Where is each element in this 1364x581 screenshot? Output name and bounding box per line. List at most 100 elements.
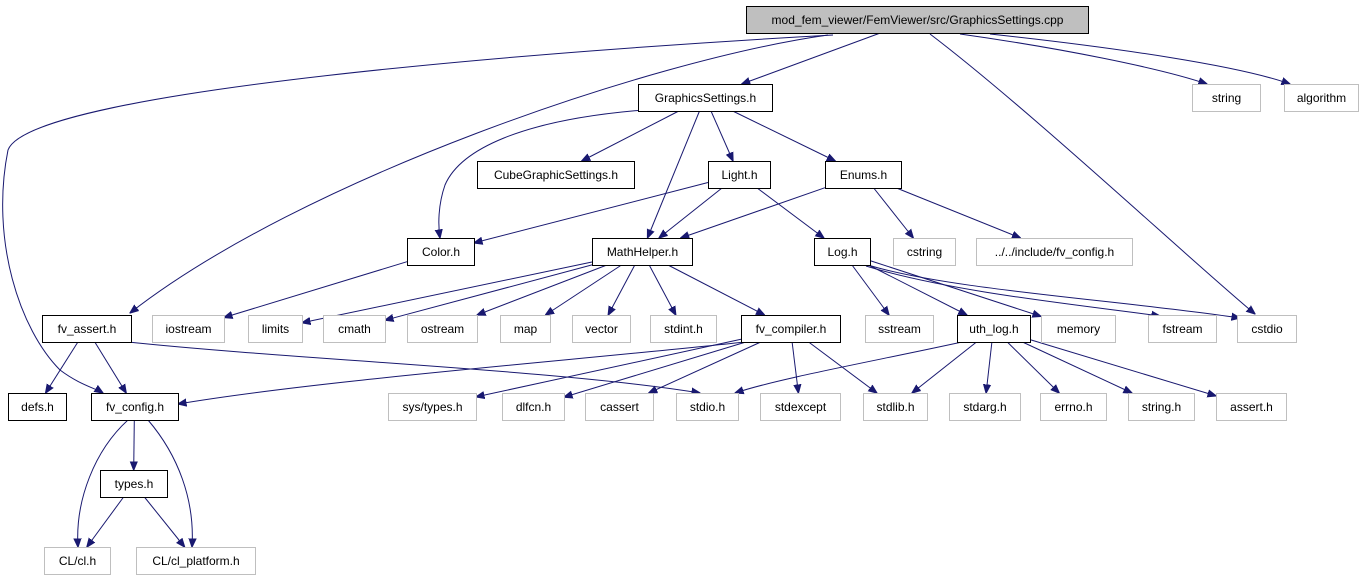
node-label-cubegraphicsettings: CubeGraphicSettings.h: [494, 168, 618, 182]
node-box-algorithm: [1284, 84, 1359, 112]
node-lighth[interactable]: Light.h: [708, 161, 771, 189]
node-label-fvconfig: fv_config.h: [106, 400, 164, 414]
node-box-memory: [1041, 315, 1116, 343]
edge-graphicssettings-to-mathhelper: [648, 110, 700, 238]
edge-mathhelper-to-fvcompiler: [667, 264, 765, 315]
edge-mathhelper-to-map: [546, 264, 622, 315]
node-box-cubegraphicsettings: [477, 161, 635, 189]
node-label-stdexcept: stdexcept: [775, 400, 827, 414]
node-stdlib: stdlib.h: [863, 393, 928, 421]
node-stringh: string.h: [1128, 393, 1195, 421]
node-label-fvconfiginc: ../../include/fv_config.h: [995, 245, 1114, 259]
edge-colorh-to-iostream: [224, 261, 408, 318]
node-box-cstring: [893, 238, 956, 266]
node-label-sstream: sstream: [878, 322, 921, 336]
node-fvconfig[interactable]: fv_config.h: [91, 393, 179, 421]
node-label-stdint: stdint.h: [664, 322, 703, 336]
node-uthlog[interactable]: uth_log.h: [957, 315, 1031, 343]
edge-lighth-to-mathhelper: [659, 187, 723, 238]
node-label-string: string: [1212, 91, 1241, 105]
node-box-fvconfiginc: [976, 238, 1133, 266]
node-box-fvconfig: [91, 393, 179, 421]
node-label-cstring: cstring: [907, 245, 942, 259]
edge-root-to-cstdio: [929, 33, 1255, 314]
node-label-fstream: fstream: [1162, 322, 1202, 336]
edge-logh-to-fstream: [865, 265, 1160, 316]
node-label-enumsh: Enums.h: [840, 168, 887, 182]
node-systypes: sys/types.h: [388, 393, 477, 421]
node-defsh[interactable]: defs.h: [8, 393, 67, 421]
edge-fvcompiler-to-fvconfig: [178, 341, 746, 404]
node-box-stdlib: [863, 393, 928, 421]
node-box-asserth: [1216, 393, 1287, 421]
node-label-cassert: cassert: [600, 400, 639, 414]
edge-mathhelper-to-ostream: [477, 264, 608, 315]
edge-fvconfig-to-clcl: [78, 419, 129, 547]
node-root[interactable]: mod_fem_viewer/FemViewer/src/GraphicsSet…: [746, 6, 1089, 34]
node-fvassert[interactable]: fv_assert.h: [42, 315, 132, 343]
edge-enumsh-to-mathhelper: [681, 187, 826, 238]
edge-enumsh-to-cstring: [873, 187, 914, 238]
edge-mathhelper-to-stdint: [648, 264, 676, 315]
node-label-vector: vector: [585, 322, 618, 336]
node-clcl: CL/cl.h: [44, 547, 111, 575]
edge-root-to-algorithm: [989, 33, 1290, 84]
node-box-fstream: [1148, 315, 1217, 343]
edge-fvcompiler-to-cassert: [649, 341, 762, 393]
node-label-memory: memory: [1057, 322, 1100, 336]
node-stdioh: stdio.h: [676, 393, 739, 421]
edge-logh-to-sstream: [851, 264, 889, 315]
edge-uthlog-to-stdarg: [986, 341, 993, 393]
node-box-map: [500, 315, 551, 343]
node-box-clcl: [44, 547, 111, 575]
node-box-stdioh: [676, 393, 739, 421]
node-string: string: [1192, 84, 1261, 112]
node-label-stdarg: stdarg.h: [963, 400, 1006, 414]
node-fvcompiler[interactable]: fv_compiler.h: [741, 315, 841, 343]
node-label-typesh: types.h: [115, 477, 154, 491]
node-label-stringh: string.h: [1142, 400, 1181, 414]
edges-layer: [2, 32, 1290, 547]
edge-graphicssettings-to-colorh: [439, 109, 645, 238]
edge-fvconfig-to-typesh: [134, 419, 135, 470]
edge-typesh-to-clplatform: [144, 496, 184, 547]
node-box-stringh: [1128, 393, 1195, 421]
node-cubegraphicsettings[interactable]: CubeGraphicSettings.h: [477, 161, 635, 189]
edge-graphicssettings-to-enumsh: [732, 110, 836, 161]
node-box-cstdio: [1237, 315, 1297, 343]
node-cstdio: cstdio: [1237, 315, 1297, 343]
node-label-systypes: sys/types.h: [402, 400, 462, 414]
node-box-stdint: [650, 315, 717, 343]
edge-graphicssettings-to-lighth: [710, 110, 733, 161]
node-colorh[interactable]: Color.h: [407, 238, 475, 266]
node-sstream: sstream: [865, 315, 934, 343]
edge-fvcompiler-to-stdlib: [808, 341, 877, 393]
node-label-uthlog: uth_log.h: [969, 322, 1018, 336]
node-box-ostream: [407, 315, 478, 343]
edge-fvcompiler-to-stdexcept: [791, 341, 798, 393]
node-typesh[interactable]: types.h: [100, 470, 168, 498]
edge-enumsh-to-fvconfiginc: [896, 187, 1021, 238]
node-box-logh: [814, 238, 871, 266]
edge-fvassert-to-fvconfig: [94, 341, 126, 393]
edge-fvassert-to-defsh: [46, 341, 79, 393]
node-mathhelper[interactable]: MathHelper.h: [592, 238, 693, 266]
node-vector: vector: [572, 315, 631, 343]
edge-graphicssettings-to-cubegraphicsettings: [582, 110, 680, 161]
node-label-fvcompiler: fv_compiler.h: [756, 322, 827, 336]
node-memory: memory: [1041, 315, 1116, 343]
node-logh[interactable]: Log.h: [814, 238, 871, 266]
edge-lighth-to-logh: [756, 187, 824, 238]
node-label-stdioh: stdio.h: [690, 400, 725, 414]
node-box-sstream: [865, 315, 934, 343]
node-box-fvcompiler: [741, 315, 841, 343]
node-label-ostream: ostream: [421, 322, 464, 336]
node-box-stdarg: [949, 393, 1021, 421]
node-enumsh[interactable]: Enums.h: [825, 161, 902, 189]
edge-fvcompiler-to-dlfcn: [564, 341, 747, 397]
node-box-cassert: [585, 393, 654, 421]
node-fvconfiginc: ../../include/fv_config.h: [976, 238, 1133, 266]
node-box-clplatform: [136, 547, 256, 575]
node-graphicssettings[interactable]: GraphicsSettings.h: [638, 84, 773, 112]
